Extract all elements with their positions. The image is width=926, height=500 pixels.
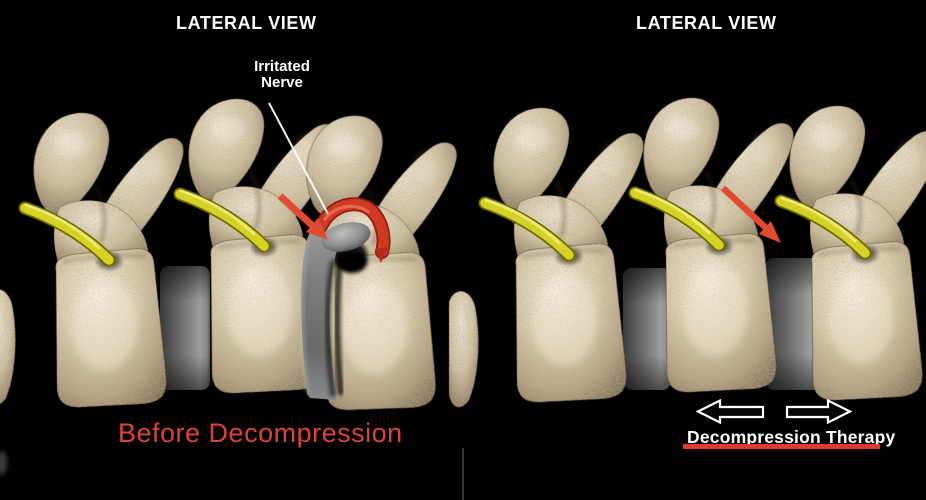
red-underline-bar: [683, 444, 880, 449]
disc-normal: [160, 266, 210, 390]
before-spine-scene: [0, 99, 457, 475]
left-panel-title: LATERAL VIEW: [176, 13, 317, 33]
outline-arrow-right-icon: [785, 398, 853, 425]
edge-artifact: [0, 451, 7, 475]
irritated-nerve-label: Irritated Nerve: [254, 58, 310, 91]
red-arrow-icon: [720, 185, 781, 243]
right-panel-title: LATERAL VIEW: [636, 13, 777, 33]
before-caption: Before Decompression: [118, 418, 403, 448]
after-spine-scene: [448, 98, 926, 425]
nerve-pointer-line: [268, 102, 329, 215]
irritated-nerve: [314, 197, 391, 273]
disc-normal: [623, 268, 671, 390]
disc-decompressed: [765, 258, 821, 390]
outline-arrow-left-icon: [695, 398, 765, 425]
therapy-caption: Decompression Therapy: [687, 427, 896, 447]
panel-divider: [462, 448, 464, 500]
red-arrow-icon: [277, 193, 328, 240]
